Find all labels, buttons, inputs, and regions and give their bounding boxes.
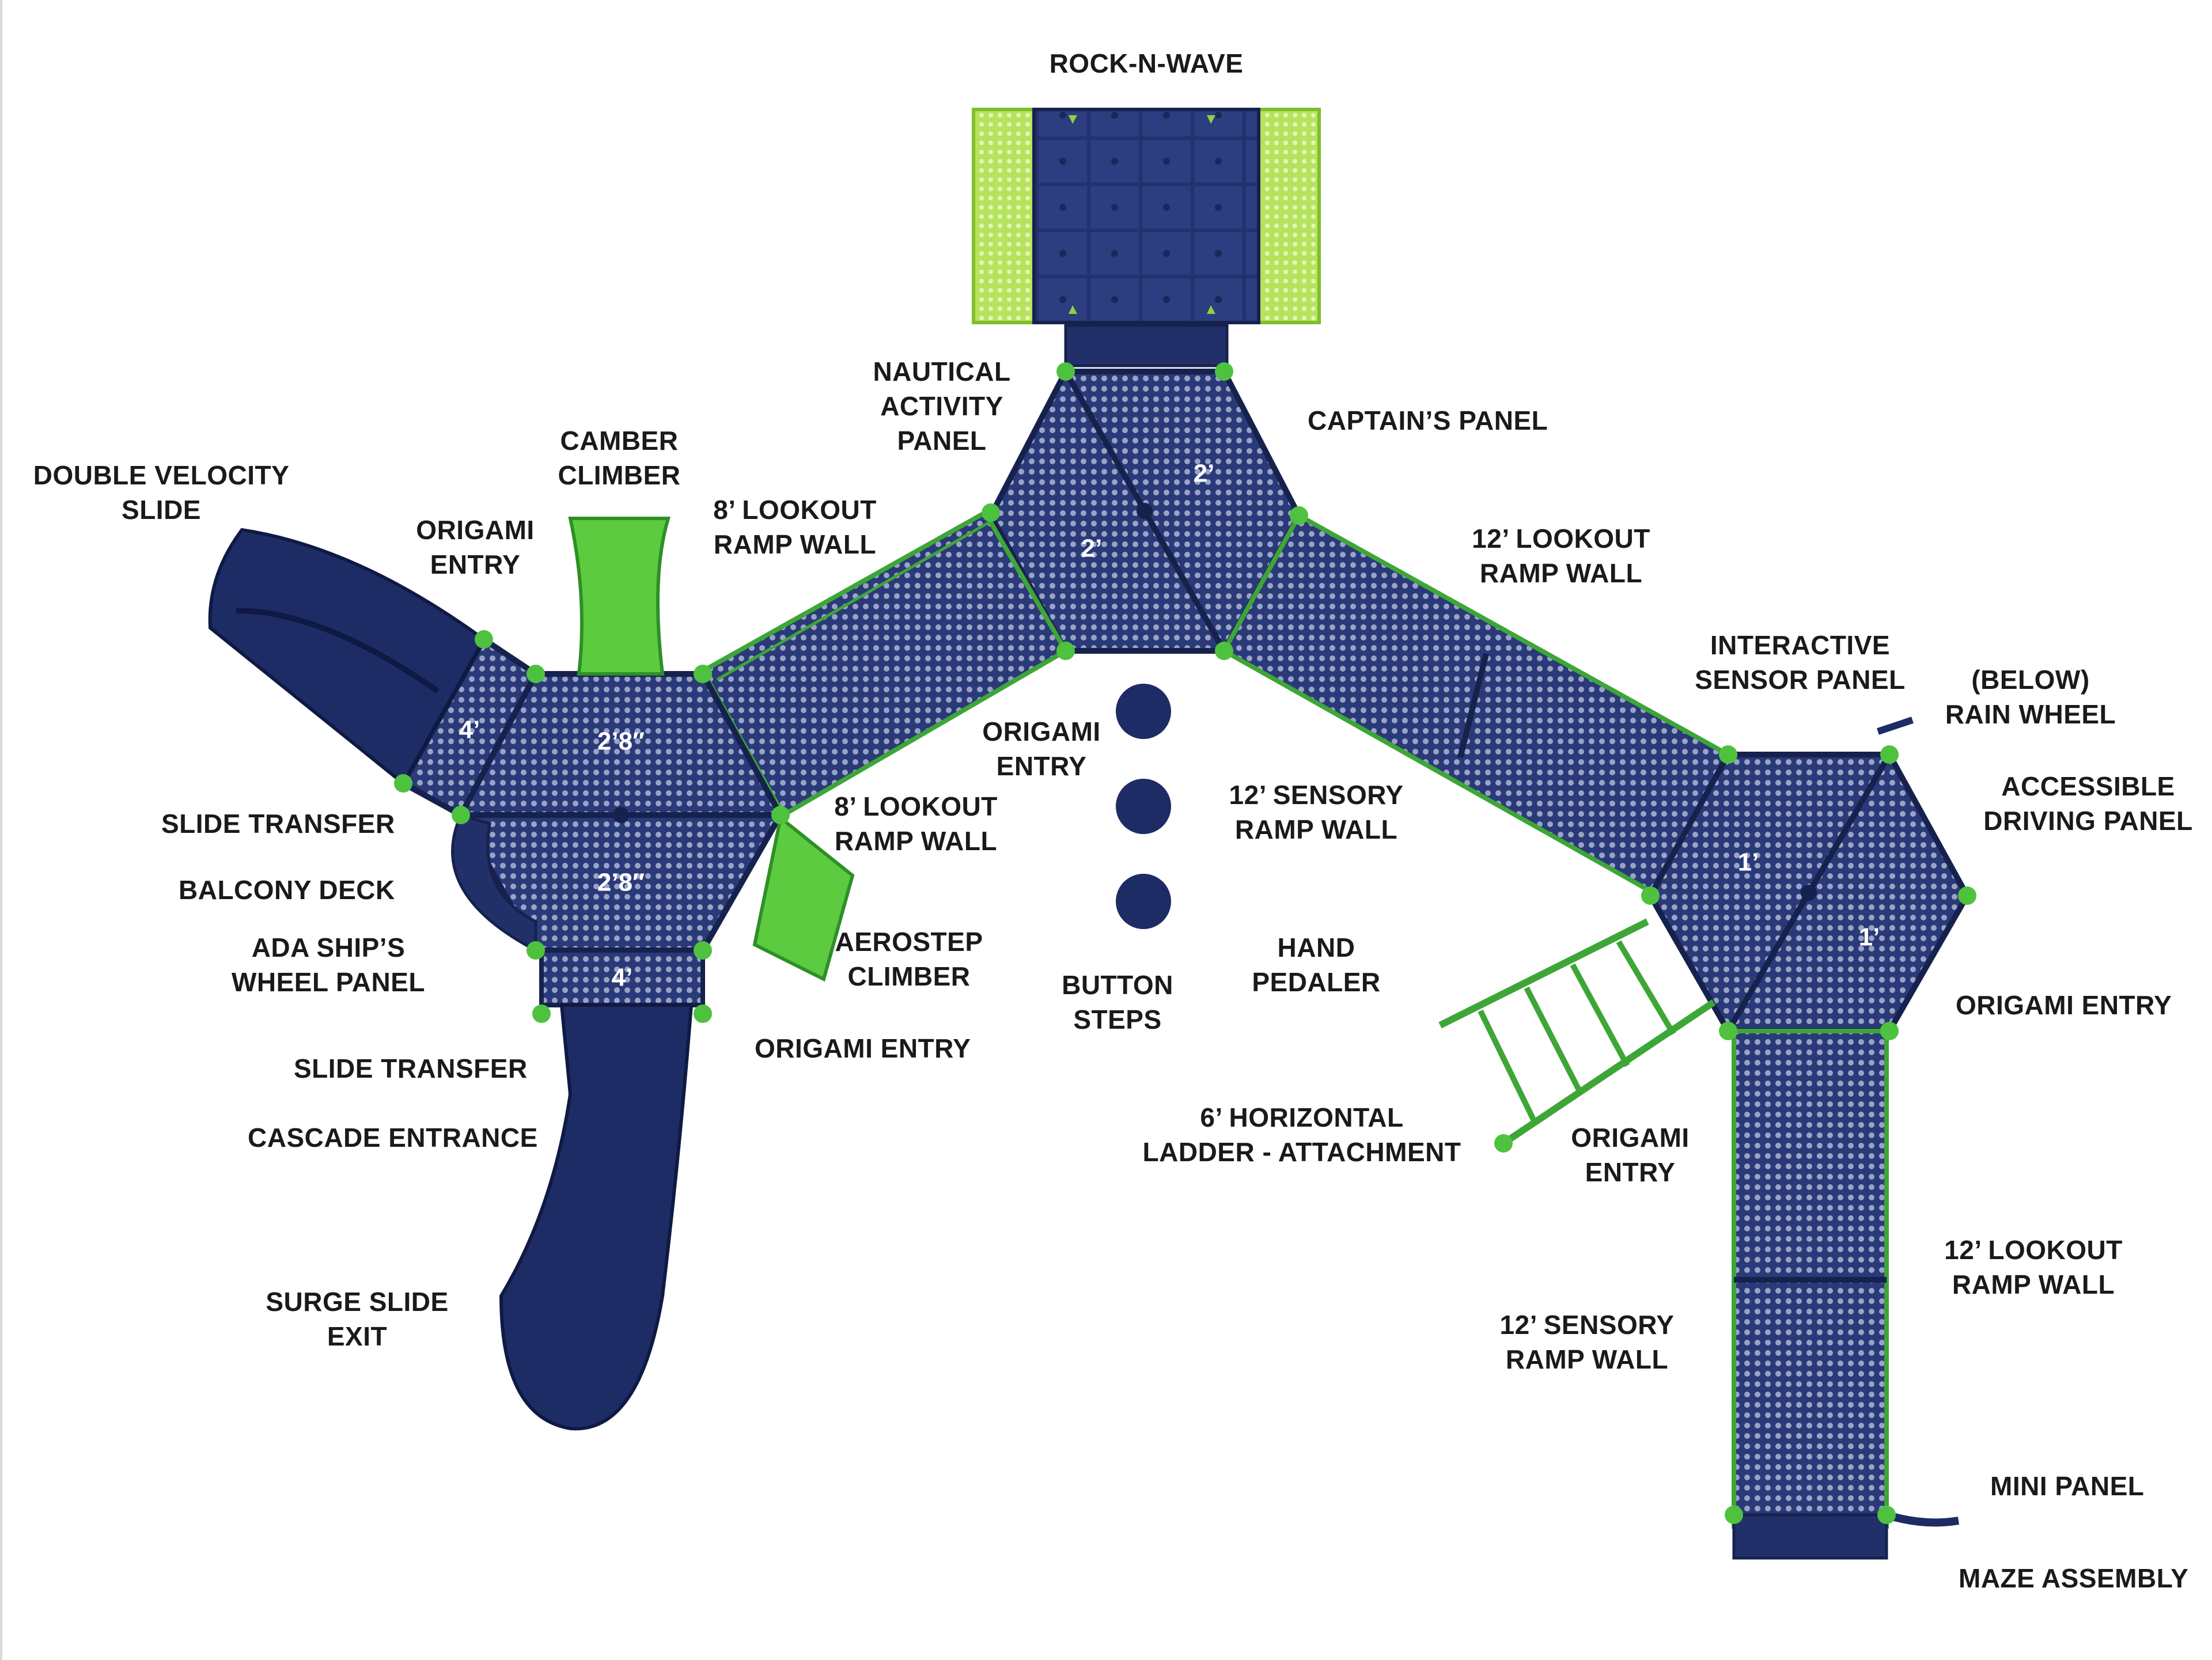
label-captains-panel: CAPTAIN’S PANEL xyxy=(1308,405,1548,435)
left-border-line xyxy=(0,0,2,1660)
label-surge-slide-exit: SURGE SLIDE EXIT xyxy=(266,1287,449,1351)
label-mini-panel: MINI PANEL xyxy=(1990,1471,2145,1501)
label-12ft-lookout-ramp-wall-lower: 12’ LOOKOUT RAMP WALL xyxy=(1944,1235,2123,1299)
deck-height-right-right: 1’ xyxy=(1859,923,1880,952)
label-nautical-activity-panel: NAUTICAL ACTIVITY PANEL xyxy=(873,357,1011,456)
mini-panel-shape[interactable] xyxy=(1885,1511,1960,1527)
label-double-velocity-slide: DOUBLE VELOCITY SLIDE xyxy=(33,460,290,525)
horizontal-ladder[interactable] xyxy=(1438,918,1716,1153)
label-12ft-sensory-ramp-wall-lower: 12’ SENSORY RAMP WALL xyxy=(1499,1310,1675,1374)
deck-height-left-bottom-transfer: 4’ xyxy=(612,964,633,992)
label-origami-entry-center: ORIGAMI ENTRY xyxy=(982,717,1101,781)
label-accessible-driving-panel: ACCESSIBLE DRIVING PANEL xyxy=(1983,771,2193,836)
deck-height-right-left: 1’ xyxy=(1738,848,1759,877)
label-origami-entry-top-left: ORIGAMI ENTRY xyxy=(416,515,535,579)
deck-height-left-upper: 2’8″ xyxy=(597,727,645,756)
label-balcony-deck: BALCONY DECK xyxy=(179,875,395,905)
label-cascade-entrance: CASCADE ENTRANCE xyxy=(248,1123,538,1153)
label-slide-transfer-upper: SLIDE TRANSFER xyxy=(161,809,395,839)
right-vertical-ramp[interactable] xyxy=(1732,1029,1889,1560)
label-hand-pedaler: HAND PEDALER xyxy=(1252,933,1381,997)
button-steps[interactable] xyxy=(1116,684,1171,929)
aerostep-climber[interactable] xyxy=(752,814,855,982)
label-aerostep-climber: AEROSTEP CLIMBER xyxy=(835,927,983,991)
label-button-steps: BUTTON STEPS xyxy=(1062,970,1173,1034)
label-12ft-sensory-ramp-wall-center: 12’ SENSORY RAMP WALL xyxy=(1229,780,1404,844)
rain-wheel-shape[interactable] xyxy=(1877,717,1914,735)
label-origami-entry-lower-right: ORIGAMI ENTRY xyxy=(1571,1123,1690,1187)
rock-n-wave-climber[interactable] xyxy=(972,108,1321,367)
label-slide-transfer-lower: SLIDE TRANSFER xyxy=(294,1053,528,1083)
label-6ft-horizontal-ladder-attachment: 6’ HORIZONTAL LADDER - ATTACHMENT xyxy=(1142,1102,1461,1167)
label-8ft-lookout-ramp-wall-upper: 8’ LOOKOUT RAMP WALL xyxy=(713,495,877,559)
label-8ft-lookout-ramp-wall-lower: 8’ LOOKOUT RAMP WALL xyxy=(834,791,998,856)
label-ada-ships-wheel-panel: ADA SHIP’S WHEEL PANEL xyxy=(231,933,426,997)
deck-height-left-lower: 2’8″ xyxy=(597,869,645,897)
label-maze-assembly: MAZE ASSEMBLY xyxy=(1959,1563,2189,1593)
label-camber-climber: CAMBER CLIMBER xyxy=(558,426,681,490)
camber-climber[interactable] xyxy=(568,517,671,676)
label-origami-entry-bottom-left: ORIGAMI ENTRY xyxy=(755,1033,971,1063)
double-velocity-slide[interactable] xyxy=(208,528,486,786)
label-12ft-lookout-ramp-wall-upper: 12’ LOOKOUT RAMP WALL xyxy=(1472,524,1650,588)
deck-height-center-right: 2’ xyxy=(1194,460,1215,488)
corner-posts xyxy=(394,362,1976,1524)
label-below-rain-wheel: (BELOW) RAIN WHEEL xyxy=(1945,665,2116,729)
deck-height-left-triangle: 4’ xyxy=(459,716,480,744)
label-interactive-sensor-panel: INTERACTIVE SENSOR PANEL xyxy=(1695,630,1906,695)
deck-height-center-left: 2’ xyxy=(1081,535,1103,563)
label-rock-n-wave: ROCK-N-WAVE xyxy=(1049,48,1244,78)
label-origami-entry-right: ORIGAMI ENTRY xyxy=(1956,990,2172,1020)
surge-slide[interactable] xyxy=(499,1003,694,1431)
